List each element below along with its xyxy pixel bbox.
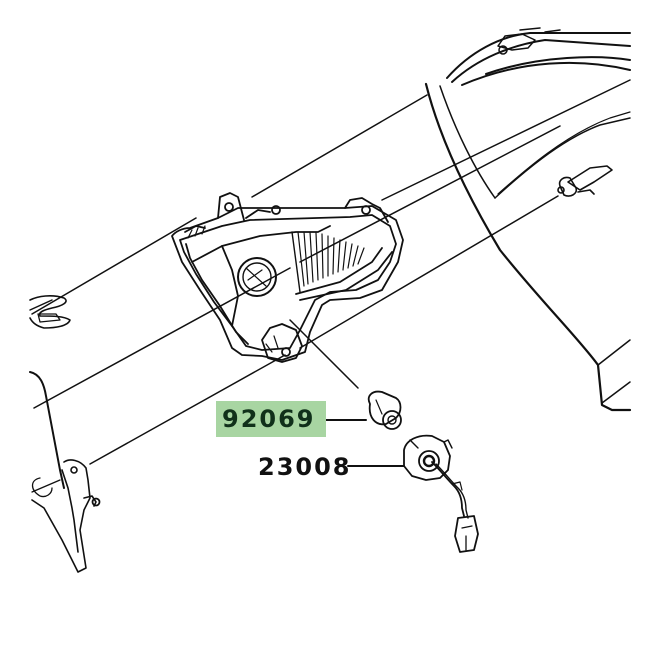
connector: [454, 515, 479, 553]
part-number-label: 92069: [222, 405, 316, 433]
bulb: [367, 390, 402, 430]
part-number-label: 23008: [258, 453, 352, 481]
tail-light-housing: [171, 192, 404, 363]
guide-lines: [29, 79, 631, 465]
bulb-socket-with-wire: [403, 434, 469, 519]
part-number-callout-23008[interactable]: 23008: [258, 449, 352, 485]
side-clip: [557, 165, 613, 197]
rear-cowl-body: [424, 27, 632, 412]
rear-mount-bracket: [29, 295, 101, 573]
leader-lines: [321, 419, 405, 467]
part-number-callout-92069[interactable]: 92069: [216, 401, 326, 437]
